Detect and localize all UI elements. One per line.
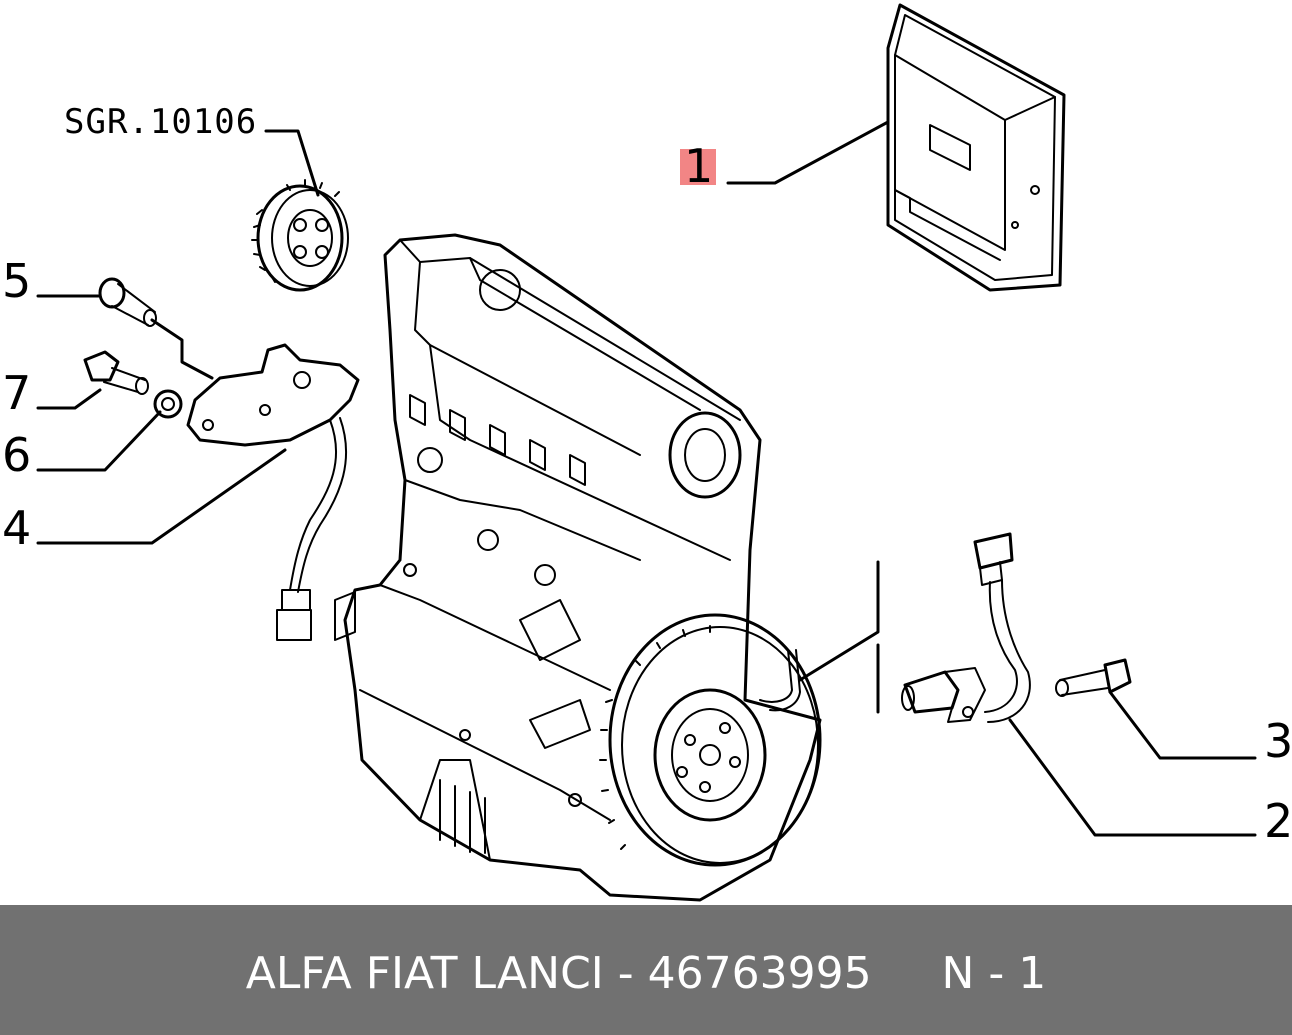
- callout-5: 5: [2, 254, 32, 308]
- footer-bar: [0, 905, 1292, 1035]
- highlight-marker: [680, 149, 716, 185]
- engine-drawing: [0, 0, 1292, 905]
- callout-7: 7: [2, 366, 32, 420]
- bolt-part-5: [100, 279, 156, 326]
- callout-2: 2: [1264, 794, 1292, 848]
- sensor-part-4: [188, 345, 358, 640]
- ecu-module-part-1: [888, 5, 1064, 290]
- crank-sensor-part-2: [902, 534, 1030, 722]
- footer-text: ALFA FIAT LANCI - 46763995 N - 1: [245, 948, 1047, 999]
- leader-lines: [38, 122, 1255, 835]
- engine-block: [335, 235, 820, 900]
- reference-code-label: SGR.10106: [64, 102, 258, 142]
- callout-6: 6: [2, 428, 32, 482]
- parts-diagram: SGR.10106 1 3 2 5 7 6 4: [0, 0, 1292, 905]
- flywheel: [600, 615, 820, 865]
- bolt-part-7: [85, 352, 148, 394]
- callout-1: 1: [684, 139, 714, 193]
- callout-4: 4: [2, 501, 32, 555]
- timing-gear: [252, 180, 348, 290]
- bolt-part-3: [1056, 660, 1130, 696]
- washer-part-6: [155, 391, 181, 417]
- callout-3: 3: [1264, 714, 1292, 768]
